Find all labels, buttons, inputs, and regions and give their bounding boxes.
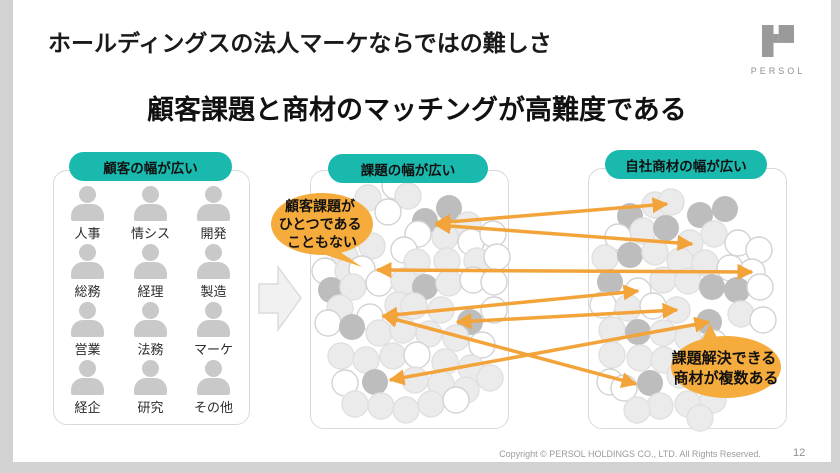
person-icon xyxy=(142,186,159,203)
person-icon xyxy=(142,244,159,261)
person-5: 製造 xyxy=(182,244,245,302)
person-icon-body xyxy=(134,320,167,337)
person-9: 経企 xyxy=(56,360,119,418)
department-label: 経企 xyxy=(74,400,101,415)
person-8: マーケ xyxy=(182,302,245,360)
person-6: 営業 xyxy=(56,302,119,360)
persol-logo-word: PERSOL xyxy=(750,66,806,76)
department-label: その他 xyxy=(193,400,233,415)
person-icon xyxy=(79,186,96,203)
person-icon-body xyxy=(71,262,104,279)
persol-logo-icon xyxy=(762,25,794,57)
department-label: 営業 xyxy=(74,342,101,357)
page-number: 12 xyxy=(793,447,806,459)
person-1: 情シス xyxy=(119,186,182,244)
department-label: 開発 xyxy=(200,226,227,241)
slide-subtitle: 顧客課題と商材のマッチングが高難度である xyxy=(147,95,687,125)
panel-issues-header: 課題の幅が広い xyxy=(328,154,488,183)
person-11: その他 xyxy=(182,360,245,418)
person-icon xyxy=(142,302,159,319)
department-label: 研究 xyxy=(137,400,164,415)
person-7: 法務 xyxy=(119,302,182,360)
viewer-frame-right xyxy=(831,0,840,473)
department-label: マーケ xyxy=(193,342,233,357)
person-10: 研究 xyxy=(119,360,182,418)
person-icon-body xyxy=(71,320,104,337)
department-label: 人事 xyxy=(74,226,101,241)
panel-products xyxy=(588,168,787,429)
person-icon-body xyxy=(134,378,167,395)
person-icon-body xyxy=(134,204,167,221)
person-icon xyxy=(79,360,96,377)
person-icon xyxy=(205,302,222,319)
person-icon xyxy=(79,302,96,319)
department-label: 製造 xyxy=(200,284,227,299)
person-icon xyxy=(205,244,222,261)
person-icon xyxy=(79,244,96,261)
person-icon-body xyxy=(197,262,230,279)
person-icon-body xyxy=(134,262,167,279)
persol-logo: PERSOL xyxy=(748,20,808,76)
department-label: 情シス xyxy=(130,226,170,241)
person-icon-body xyxy=(71,378,104,395)
department-grid: 人事 情シス 開発総務 経理 製造営業 法務 マーケ経企 研究 その他 xyxy=(56,186,245,418)
panel-issues xyxy=(310,170,509,429)
person-icon xyxy=(205,360,222,377)
department-label: 経理 xyxy=(137,284,164,299)
department-label: 法務 xyxy=(137,342,164,357)
person-4: 経理 xyxy=(119,244,182,302)
person-icon-body xyxy=(197,204,230,221)
person-2: 開発 xyxy=(182,186,245,244)
panel-customers-header: 顧客の幅が広い xyxy=(69,152,232,181)
person-3: 総務 xyxy=(56,244,119,302)
panel-products-header: 自社商材の幅が広い xyxy=(605,150,767,179)
person-0: 人事 xyxy=(56,186,119,244)
slide-title: ホールディングスの法人マーケならではの難しさ xyxy=(48,30,552,56)
person-icon xyxy=(142,360,159,377)
person-icon-body xyxy=(71,204,104,221)
flow-arrow-icon xyxy=(258,264,302,333)
viewer-frame-left xyxy=(0,0,13,473)
viewer-frame-bottom xyxy=(0,462,840,473)
person-icon-body xyxy=(197,378,230,395)
department-label: 総務 xyxy=(74,284,101,299)
person-icon-body xyxy=(197,320,230,337)
copyright: Copyright © PERSOL HOLDINGS CO., LTD. Al… xyxy=(499,449,761,459)
person-icon xyxy=(205,186,222,203)
